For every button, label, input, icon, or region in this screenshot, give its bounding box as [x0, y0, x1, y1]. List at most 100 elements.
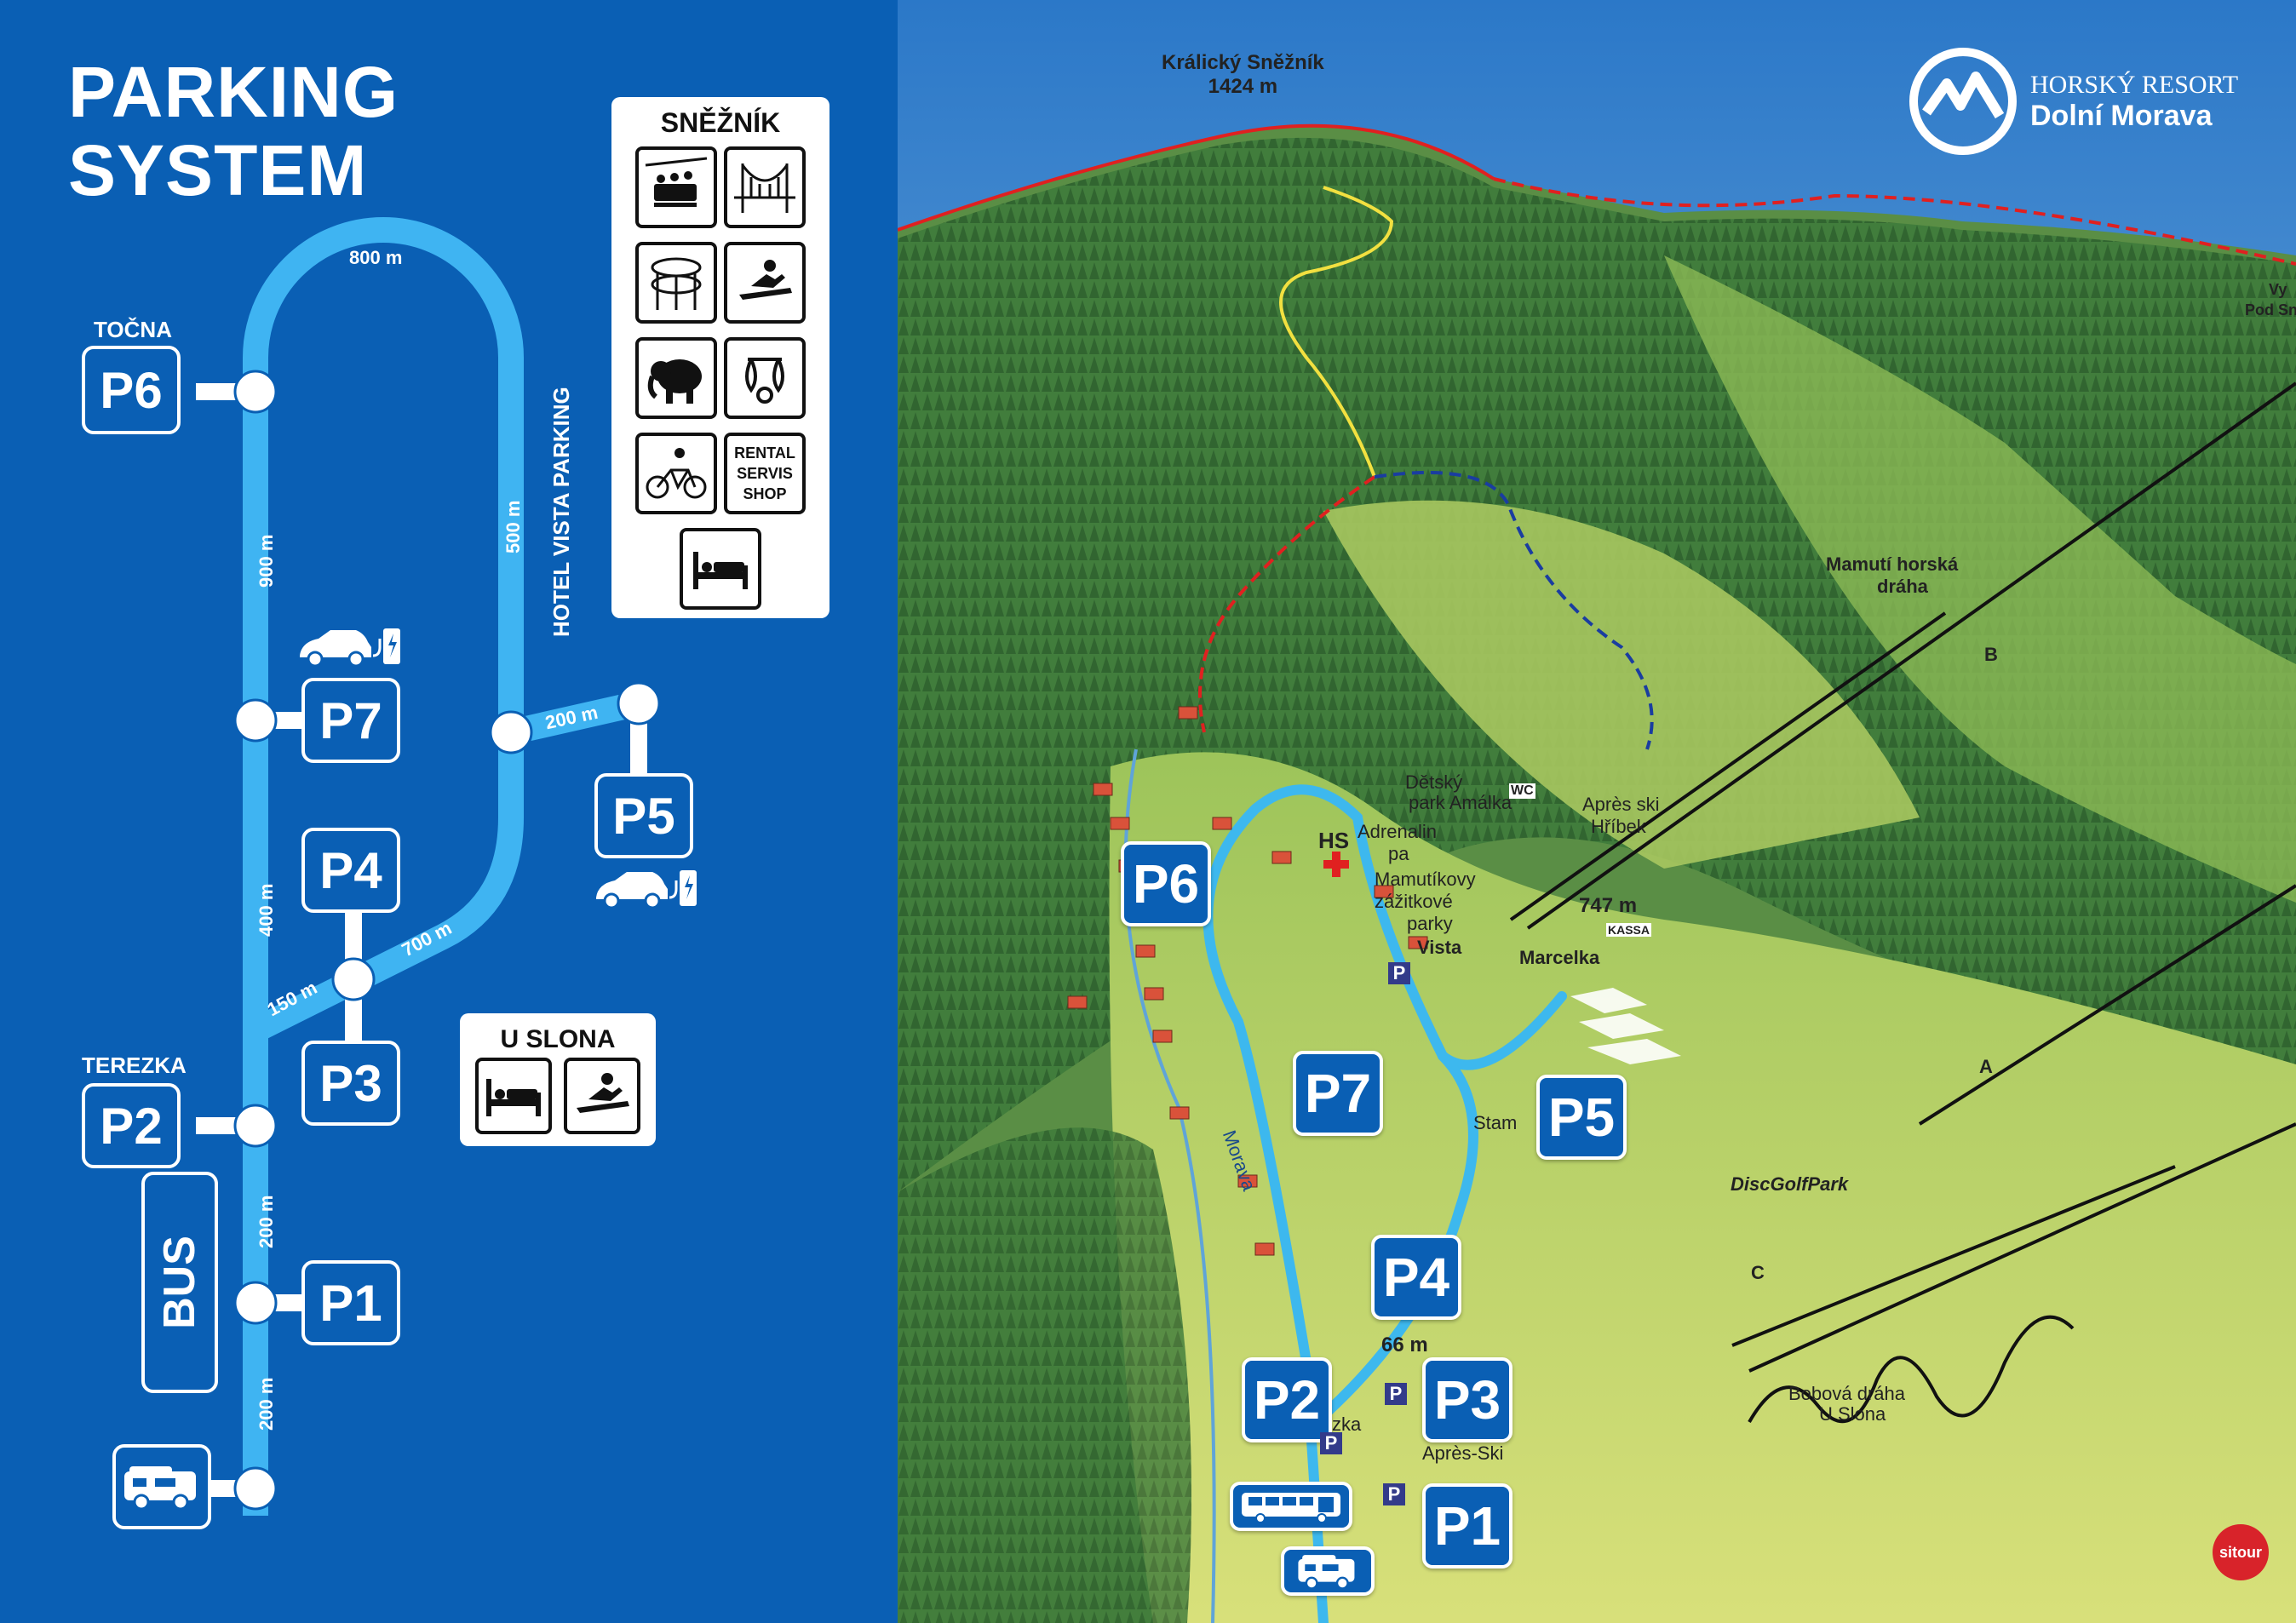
panel-title: PARKING SYSTEM — [68, 53, 399, 209]
label-pod-sn: Pod Sn — [2245, 301, 2296, 318]
resort-name-line1: HORSKÝ RESORT — [2030, 70, 2239, 99]
shop-label: SHOP — [743, 485, 787, 502]
bed-icon — [680, 528, 761, 610]
chairlift-icon — [635, 146, 717, 228]
route-loop — [243, 217, 524, 1516]
dist-900: 900 m — [255, 534, 277, 588]
parking-p1[interactable]: P1 — [301, 1260, 400, 1345]
map-pin-p6[interactable]: P6 — [1121, 841, 1211, 926]
parking-badge: P — [1383, 1483, 1405, 1505]
camper-parking[interactable] — [112, 1444, 211, 1529]
label-mamutikovy: Mamutíkovy — [1375, 869, 1476, 890]
hotel-vista-label: HOTEL VISTA PARKING — [548, 387, 574, 637]
map-bus-stop[interactable] — [1230, 1482, 1352, 1531]
map-pin-p2[interactable]: P2 — [1242, 1357, 1332, 1442]
parking-p6[interactable]: P6 — [82, 346, 181, 434]
parking-p2[interactable]: P2 — [82, 1083, 181, 1168]
bobsled-icon — [724, 242, 806, 324]
bus-stop[interactable]: BUS — [141, 1172, 218, 1393]
p2-name: TEREZKA — [82, 1052, 187, 1078]
label-marcelka: Marcelka — [1519, 947, 1600, 968]
legend-uslona-title: U SLONA — [500, 1025, 616, 1053]
sitour-label: sitour — [2219, 1543, 2262, 1561]
label-elev-66: 66 m — [1381, 1333, 1428, 1356]
label-detsky: Dětský — [1405, 771, 1463, 793]
label-lift-a: A — [1979, 1056, 1993, 1077]
label-hribek: Hříbek — [1591, 816, 1646, 837]
label-park-amalka: park Amálka — [1409, 792, 1512, 813]
label-apres-ski-2: Après-Ski — [1422, 1442, 1504, 1464]
bed-icon-uslona — [475, 1058, 552, 1134]
bus-label: BUS — [155, 1236, 205, 1329]
title-line-1: PARKING — [68, 52, 399, 132]
resort-map: Králický Sněžník 1424 m HORSKÝ RESORT Do… — [898, 0, 2296, 1623]
dist-800: 800 m — [349, 247, 403, 268]
mammoth-icon — [635, 337, 717, 419]
rental-label: RENTAL — [734, 444, 795, 462]
rental-servis-shop-icon: RENTAL SERVIS SHOP — [724, 433, 806, 514]
label-u-slona: U Slona — [1819, 1403, 1886, 1425]
map-pin-p3[interactable]: P3 — [1422, 1357, 1512, 1442]
route-branch-p5 — [508, 691, 642, 745]
label-elev-747: 747 m — [1579, 894, 1638, 917]
label-vy: Vy — [2269, 281, 2287, 298]
climbing-harness-icon — [724, 337, 806, 419]
parking-badge: P — [1385, 1383, 1407, 1405]
label-lift-c: C — [1751, 1262, 1765, 1283]
label-parky: parky — [1407, 913, 1453, 934]
sitour-badge: sitour — [2213, 1524, 2269, 1580]
peak-elevation: 1424 m — [1208, 75, 1278, 98]
parking-badge: P — [1320, 1432, 1342, 1454]
parking-badge: P — [1388, 962, 1410, 984]
bus-icon — [1242, 1493, 1340, 1523]
bike-icon — [635, 433, 717, 514]
label-vista: Vista — [1417, 937, 1462, 958]
label-zka: zka — [1332, 1414, 1362, 1435]
label-kassa: KASSA — [1606, 923, 1652, 937]
map-pin-p1[interactable]: P1 — [1422, 1483, 1512, 1569]
peak-name: Králický Sněžník — [1162, 51, 1324, 74]
legend-sneznik: SNĚŽNÍK RENTAL SERVIS SHOP — [611, 97, 829, 618]
camper-icon — [1298, 1555, 1355, 1590]
camper-icon — [124, 1466, 196, 1511]
parking-p7[interactable]: P7 — [301, 678, 400, 763]
map-pin-p4[interactable]: P4 — [1371, 1235, 1461, 1320]
p6-name: TOČNA — [94, 317, 172, 342]
parking-p3[interactable]: P3 — [301, 1041, 400, 1126]
bobsled-icon-uslona — [564, 1058, 640, 1134]
dist-200-camper: 200 m — [255, 1377, 277, 1431]
resort-logo: HORSKÝ RESORT Dolní Morava — [1908, 46, 2238, 157]
dist-400: 400 m — [255, 883, 277, 937]
map-pin-p5[interactable]: P5 — [1536, 1075, 1627, 1160]
parking-p5[interactable]: P5 — [594, 773, 693, 858]
label-hs: HS — [1318, 828, 1350, 853]
map-camper-parking[interactable] — [1281, 1546, 1375, 1596]
legend-uslona: U SLONA — [460, 1013, 656, 1146]
ev-charging-icon — [300, 628, 400, 668]
dist-200-p1: 200 m — [255, 1195, 277, 1248]
parking-system-panel: PARKING SYSTEM 800 m 900 — [0, 0, 898, 1623]
label-bobova: Bobová dráha — [1788, 1383, 1905, 1404]
label-mamuti: Mamutí horská — [1826, 553, 1959, 575]
bridge-icon — [724, 146, 806, 228]
map-pin-p7[interactable]: P7 — [1293, 1051, 1383, 1136]
label-wc: WC — [1509, 783, 1535, 799]
label-discgolf: DiscGolfPark — [1731, 1173, 1849, 1195]
label-stam: Stam — [1473, 1112, 1518, 1133]
ev-charging-icon-p5 — [596, 870, 697, 909]
route-nodes — [233, 370, 661, 1511]
title-line-2: SYSTEM — [68, 130, 368, 210]
resort-logo-icon — [1909, 48, 2017, 155]
resort-name-line2: Dolní Morava — [2030, 99, 2213, 132]
label-apres-ski: Après ski — [1582, 794, 1660, 815]
label-adrenalin: Adrenalin — [1358, 821, 1437, 842]
legend-sneznik-title: SNĚŽNÍK — [660, 107, 781, 138]
parking-p4[interactable]: P4 — [301, 828, 400, 913]
dist-500: 500 m — [502, 500, 524, 553]
label-lift-b: B — [1984, 644, 1998, 665]
label-draha: dráha — [1877, 576, 1928, 597]
map-terrain — [898, 0, 2296, 1623]
servis-label: SERVIS — [737, 465, 793, 482]
label-zazitkove: zážitkové — [1375, 891, 1453, 912]
coaster-icon — [635, 242, 717, 324]
